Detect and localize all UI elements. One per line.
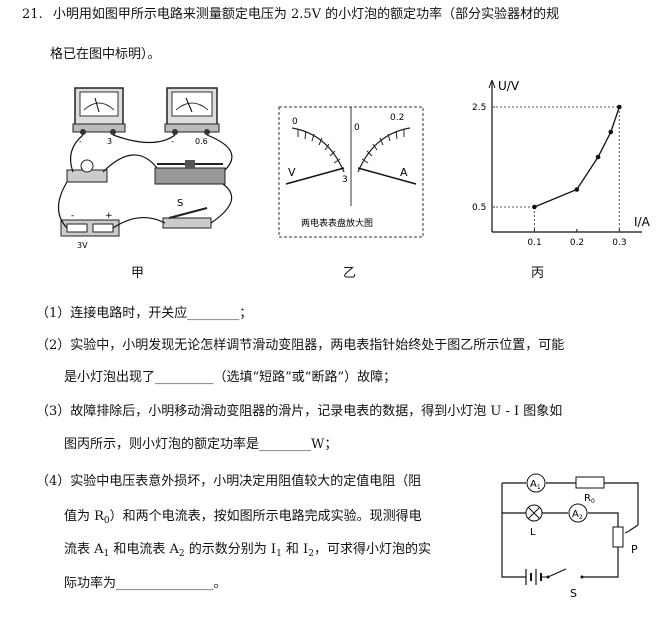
voltmeter-dial-end: 3 bbox=[342, 175, 348, 185]
voltmeter-device bbox=[72, 87, 126, 135]
voltmeter-minus-label: - bbox=[79, 137, 82, 146]
lamp-cross-2 bbox=[527, 506, 541, 520]
meter-box-label: 两电表表盘放大图 bbox=[301, 217, 373, 229]
figure-yi-meters: 0 3 V 0.2 0 A 两电表表盘放大图 bbox=[278, 106, 424, 238]
y-axis-arrow bbox=[488, 80, 496, 89]
question-stem-line1: 21. 小明用如图甲所示电路来测量额定电压为 2.5V 的小灯泡的额定功率（部分… bbox=[22, 6, 559, 24]
rheostat-p-label: P bbox=[631, 543, 638, 556]
voltmeter-dial-start: 0 bbox=[292, 117, 298, 127]
figure-bing-ui-graph: U/V I/A 0.1 0.2 0.3 0.5 2.5 bbox=[472, 80, 650, 248]
question-stem-text: 小明用如图甲所示电路来测量额定电压为 2.5V 的小灯泡的额定功率（部分实验器材… bbox=[52, 7, 560, 22]
part4-wires bbox=[501, 482, 639, 578]
ammeter-dial-ticks bbox=[361, 129, 405, 164]
ui-data-point bbox=[532, 204, 537, 210]
rheostat-slider-arrow bbox=[624, 530, 630, 534]
part-2-line1: （2）实验中，小明发现无论怎样调节滑动变阻器，两电表指针始终处于图乙所示位置，可… bbox=[36, 338, 565, 353]
resistor-r0-label: R0 bbox=[584, 493, 595, 505]
lamp-l-label: L bbox=[530, 527, 536, 538]
figure-jia-circuit: - 3 - 0.6 S - + 3V bbox=[57, 87, 233, 250]
x-axis-label: I/A bbox=[634, 215, 650, 229]
rheostat-device bbox=[154, 160, 226, 185]
battery-device bbox=[60, 219, 120, 237]
switch-pivot bbox=[546, 575, 550, 579]
part-2-line2: 是小灯泡出现了_________（选填“短路”或“断路”）故障； bbox=[64, 370, 397, 385]
part-4-line3: 流表 A1 和电流表 A2 的示数分别为 I1 和 I2，可求得小灯泡的实 bbox=[64, 542, 431, 559]
rheostat-p-symbol bbox=[612, 526, 624, 548]
battery-voltage-label: 3V bbox=[77, 241, 88, 250]
part-4-line2: 值为 R0）和两个电流表，按如图所示电路完成实验。现测得电 bbox=[64, 509, 422, 526]
ammeter-device bbox=[164, 87, 220, 135]
ui-data-point bbox=[616, 104, 622, 110]
ammeter-dial-letter: A bbox=[400, 166, 408, 179]
ammeter-range-label: 0.6 bbox=[195, 137, 208, 146]
ammeter-a2-letter: A2 bbox=[572, 509, 583, 521]
switch-contact bbox=[580, 575, 584, 579]
x-tick-label: 0.3 bbox=[612, 238, 626, 248]
ammeter-a1-symbol bbox=[526, 473, 546, 493]
resistor-r0-symbol bbox=[575, 476, 605, 489]
part-4-line4: 际功率为_______________。 bbox=[64, 576, 227, 591]
lamp-device bbox=[66, 159, 108, 183]
figure-yi-caption: 乙 bbox=[343, 266, 357, 281]
switch-s-label: S bbox=[570, 587, 577, 600]
ammeter-pointer bbox=[357, 167, 417, 185]
ammeter-dial-end: 0 bbox=[354, 123, 360, 133]
voltmeter-range-label: 3 bbox=[107, 137, 112, 146]
part-4-line1: （4）实验中电压表意外损坏，小明决定用阻值较大的定值电阻（阻 bbox=[36, 474, 422, 489]
switch-label: S bbox=[177, 198, 183, 209]
ammeter-a1-letter: A1 bbox=[530, 479, 541, 491]
battery-minus-label: - bbox=[71, 211, 74, 221]
ammeter-dial-start: 0.2 bbox=[390, 113, 404, 123]
ui-data-point bbox=[608, 129, 614, 135]
battery-symbol bbox=[525, 569, 548, 585]
jia-wires bbox=[57, 134, 233, 229]
figure-part4-circuit: A1 R0 L A2 P S bbox=[501, 473, 639, 600]
ui-curve bbox=[534, 106, 620, 208]
battery-plus-label: + bbox=[105, 211, 113, 221]
voltmeter-dial-letter: V bbox=[288, 166, 296, 179]
question-number: 21. bbox=[22, 7, 43, 22]
voltmeter-dial-ticks bbox=[297, 129, 341, 164]
figure-jia-caption: 甲 bbox=[131, 266, 145, 281]
y-tick-label: 0.5 bbox=[472, 203, 486, 213]
x-tick-label: 0.2 bbox=[570, 238, 584, 248]
ammeter-a2-symbol bbox=[568, 503, 588, 523]
x-tick-label: 0.1 bbox=[527, 238, 541, 248]
part-3-line2: 图丙所示，则小灯泡的额定功率是________W； bbox=[64, 437, 338, 452]
part-1-text: （1）连接电路时，开关应________； bbox=[36, 306, 253, 321]
ui-data-point bbox=[574, 187, 580, 192]
y-tick-label: 2.5 bbox=[472, 103, 486, 113]
figure-bing-caption: 丙 bbox=[531, 266, 545, 281]
ui-data-point bbox=[595, 154, 601, 160]
ammeter-minus-label: - bbox=[171, 137, 174, 146]
question-stem-line2: 格已在图中标明）。 bbox=[50, 47, 161, 62]
part-3-line1: （3）故障排除后，小明移动滑动变阻器的滑片，记录电表的数据，得到小灯泡 U - … bbox=[36, 404, 563, 419]
y-axis-label: U/V bbox=[498, 80, 520, 93]
switch-device bbox=[162, 207, 212, 229]
voltmeter-pointer bbox=[285, 167, 345, 185]
